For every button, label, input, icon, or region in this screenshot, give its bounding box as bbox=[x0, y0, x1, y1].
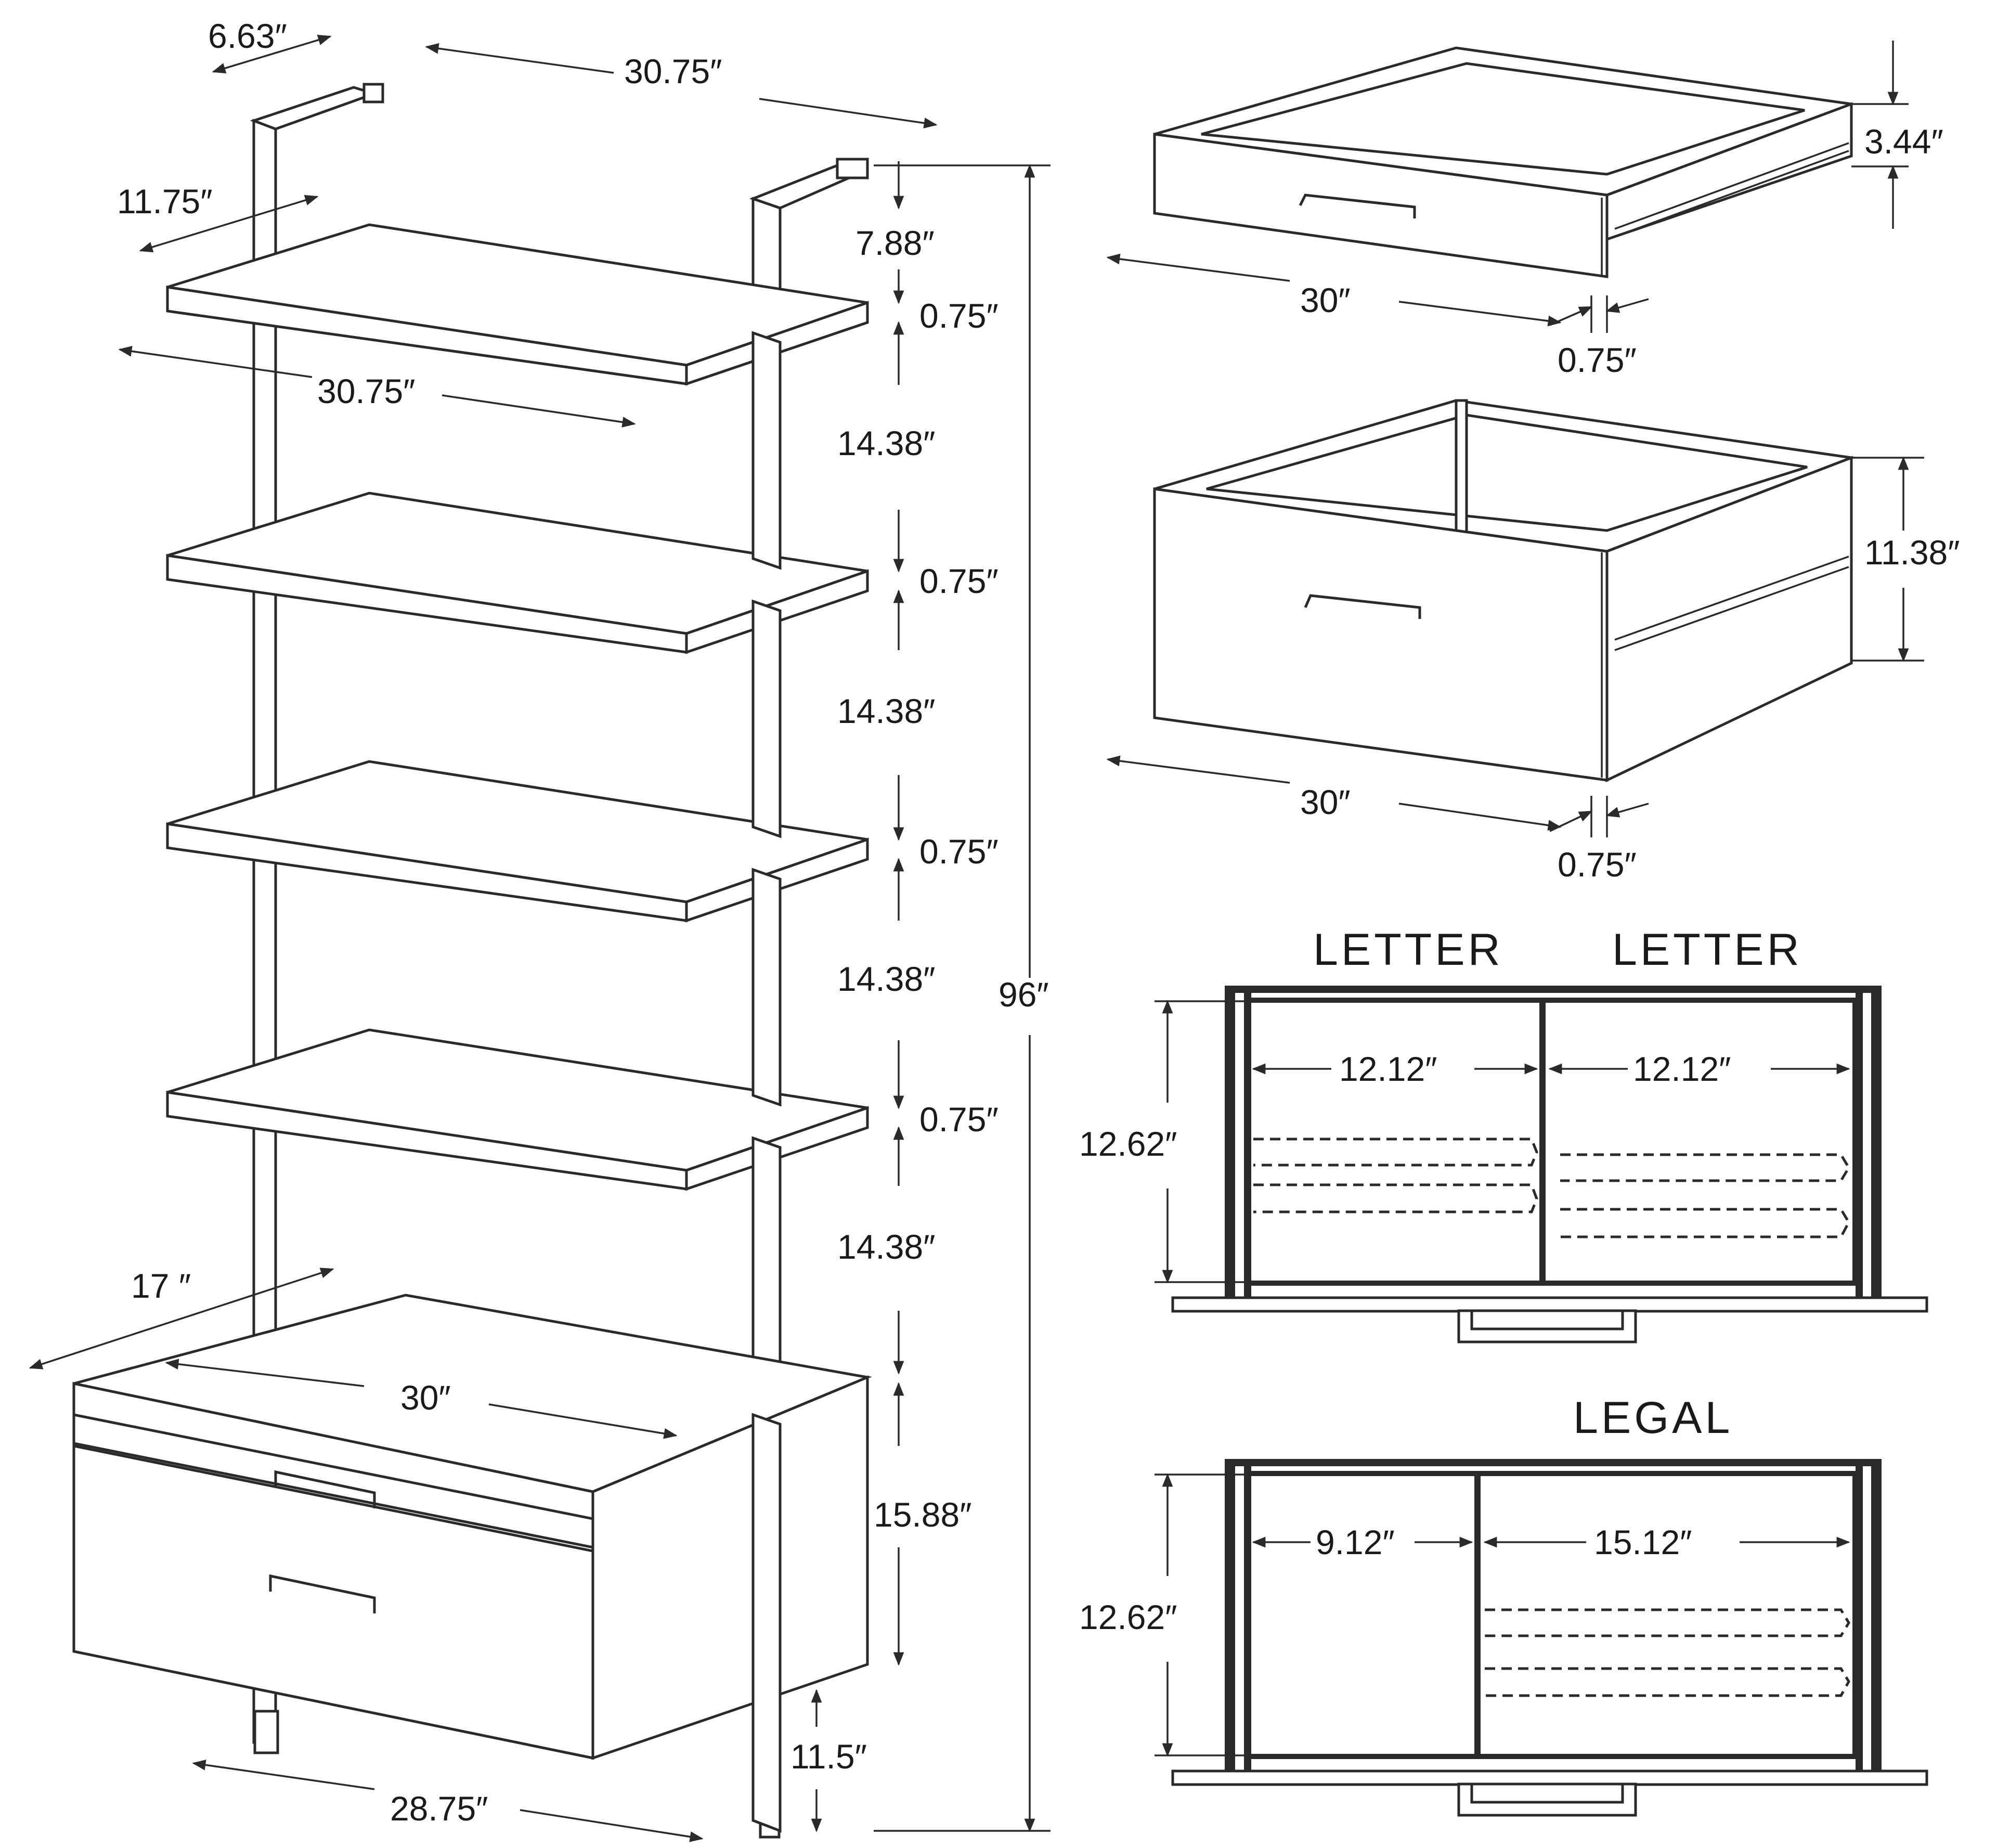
shelf-spacing-2-label: 14.38″ bbox=[837, 692, 936, 730]
upright-depth-label: 11.75″ bbox=[117, 182, 213, 221]
legal-right-width-label: 15.12″ bbox=[1594, 1523, 1692, 1561]
letter-right-width-label: 12.12″ bbox=[1633, 1050, 1731, 1088]
legal-depth-label: 12.62″ bbox=[1079, 1598, 1177, 1636]
large-drawer-handle-icon bbox=[1304, 594, 1421, 619]
small-drawer-handle-icon bbox=[1299, 193, 1416, 218]
letter-left-file-outline bbox=[1253, 1138, 1538, 1213]
shelf-unit-dimensions: 6.63″ 30.75″ 11.75″ 30.75″ 7.88″ 0.75″ 1… bbox=[29, 17, 1051, 1842]
shelf-thickness-4-label: 0.75″ bbox=[919, 1100, 998, 1139]
bottom-drawer-handle-icon bbox=[269, 1574, 376, 1613]
legal-layout-drawing: LEGAL 9.12″ 15.12″ 12.62″ bbox=[1079, 1393, 1928, 1817]
legal-left-width-label: 9.12″ bbox=[1316, 1523, 1395, 1561]
base-width-label: 28.75″ bbox=[390, 1789, 488, 1828]
small-drawer-drawing: 3.44″ 30″ 0.75″ bbox=[1106, 41, 1943, 379]
total-height-label: 96″ bbox=[998, 975, 1049, 1014]
letter-depth-label: 12.62″ bbox=[1079, 1125, 1177, 1163]
shelf-thickness-3-label: 0.75″ bbox=[919, 832, 998, 871]
small-drawer-width-label: 30″ bbox=[1300, 281, 1351, 319]
shelf-spacing-3-label: 14.38″ bbox=[837, 960, 936, 998]
large-drawer-height-label: 11.38″ bbox=[1864, 533, 1960, 572]
top-gap-label: 7.88″ bbox=[855, 224, 935, 262]
cabinet bbox=[72, 1294, 872, 1760]
cabinet-depth-label: 17 ″ bbox=[131, 1267, 191, 1305]
large-drawer-drawing: 11.38″ 30″ 0.75″ bbox=[1106, 399, 1960, 884]
letter-right-file-outline bbox=[1560, 1153, 1850, 1238]
cabinet-width-label: 30″ bbox=[400, 1378, 451, 1417]
shelf-thickness-1-label: 0.75″ bbox=[919, 296, 998, 335]
letter-layout-drawing: LETTER LETTER 12.12″ 12.12″ 12.62″ bbox=[1079, 925, 1928, 1343]
top-depth-label: 6.63″ bbox=[208, 17, 287, 55]
small-drawer-thickness-label: 0.75″ bbox=[1558, 341, 1637, 379]
top-width-label: 30.75″ bbox=[624, 52, 722, 91]
shelf-thickness-2-label: 0.75″ bbox=[919, 562, 998, 600]
shelf-spacing-1-label: 14.38″ bbox=[837, 424, 936, 462]
shelf-spacing-4-label: 14.38″ bbox=[837, 1227, 936, 1266]
shelf-unit-drawing bbox=[72, 83, 872, 1839]
large-drawer-thickness-label: 0.75″ bbox=[1558, 845, 1637, 884]
letter-label-right: LETTER bbox=[1612, 925, 1803, 975]
small-drawer-height-label: 3.44″ bbox=[1864, 122, 1943, 161]
leg-height-label: 11.5″ bbox=[790, 1737, 867, 1776]
top-drawer-handle-icon bbox=[274, 1470, 376, 1508]
legal-label: LEGAL bbox=[1573, 1393, 1733, 1443]
shelf-2 bbox=[166, 492, 869, 654]
letter-label-left: LETTER bbox=[1313, 925, 1503, 975]
cabinet-height-label: 15.88″ bbox=[874, 1495, 972, 1534]
legal-file-outline bbox=[1485, 1608, 1850, 1697]
shelf-width-label: 30.75″ bbox=[317, 372, 416, 410]
large-drawer-width-label: 30″ bbox=[1300, 783, 1351, 821]
letter-left-width-label: 12.12″ bbox=[1339, 1050, 1437, 1088]
shelf-1 bbox=[166, 223, 869, 386]
